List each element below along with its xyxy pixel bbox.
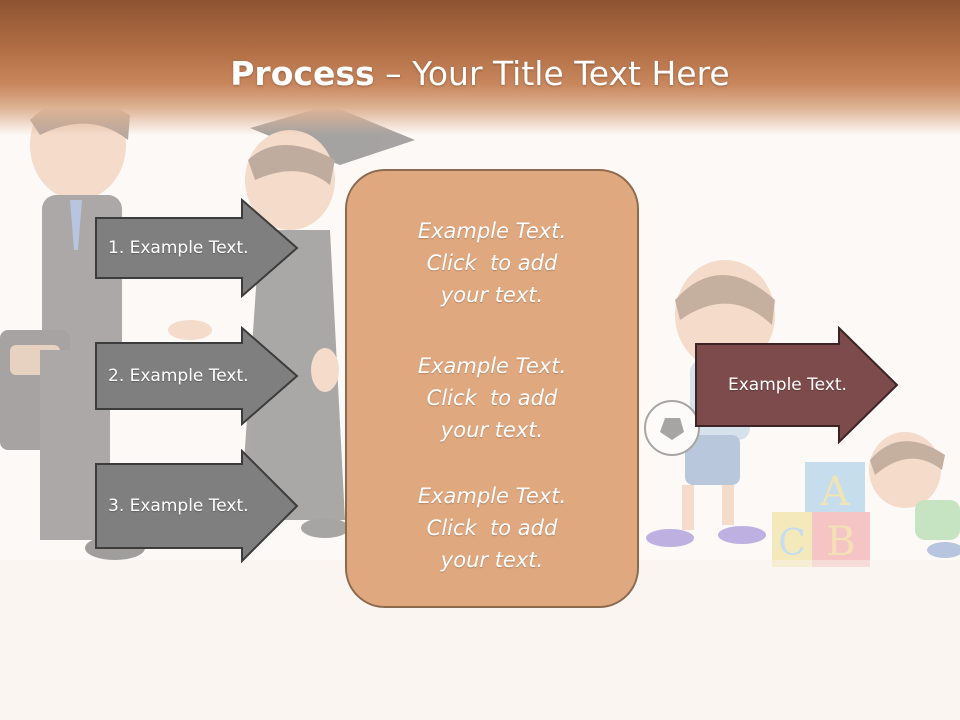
center-item-3-line-1: Example Text.	[417, 484, 567, 508]
block-letter-c: C	[778, 523, 806, 564]
step-arrow-3-shape	[95, 449, 299, 563]
center-text-item-2: Example Text. Click to add your text.	[347, 350, 637, 446]
title-bold-text: Process	[230, 54, 375, 93]
center-item-1-line-3: your text.	[440, 283, 544, 307]
block-letter-b: B	[826, 519, 855, 565]
abc-blocks: A C B	[772, 462, 870, 567]
step-arrow-3[interactable]: 3. Example Text.	[94, 449, 300, 563]
result-arrow-label: Example Text.	[728, 375, 847, 395]
center-text-item-3: Example Text. Click to add your text.	[347, 480, 637, 576]
step-arrow-2-label: 2. Example Text.	[108, 366, 249, 386]
result-arrow[interactable]: Example Text.	[694, 326, 900, 444]
step-arrow-1-label: 1. Example Text.	[108, 238, 249, 258]
step-arrow-2-shape	[95, 326, 299, 426]
center-item-1-line-2: Click to add	[426, 251, 558, 275]
step-arrow-3-label: 3. Example Text.	[108, 496, 249, 516]
center-text-item-1: Example Text. Click to add your text.	[347, 215, 637, 311]
step-arrow-1[interactable]: 1. Example Text.	[94, 198, 300, 298]
header-band	[0, 0, 960, 135]
block-letter-a: A	[820, 469, 851, 515]
center-item-2-line-2: Click to add	[426, 386, 558, 410]
center-item-1-line-1: Example Text.	[417, 219, 567, 243]
toddler-figure	[869, 432, 960, 558]
center-text-box[interactable]: Example Text. Click to add your text. Ex…	[345, 169, 639, 608]
result-arrow-shape	[695, 326, 899, 444]
title-rest-text: – Your Title Text Here	[374, 54, 730, 93]
slide-title[interactable]: Process – Your Title Text Here	[0, 52, 960, 96]
center-item-2-line-3: your text.	[440, 418, 544, 442]
center-item-2-line-1: Example Text.	[417, 354, 567, 378]
center-item-3-line-3: your text.	[440, 548, 544, 572]
center-item-3-line-2: Click to add	[426, 516, 558, 540]
step-arrow-2[interactable]: 2. Example Text.	[94, 326, 300, 426]
step-arrow-1-shape	[95, 198, 299, 298]
boy-figure	[644, 260, 775, 547]
